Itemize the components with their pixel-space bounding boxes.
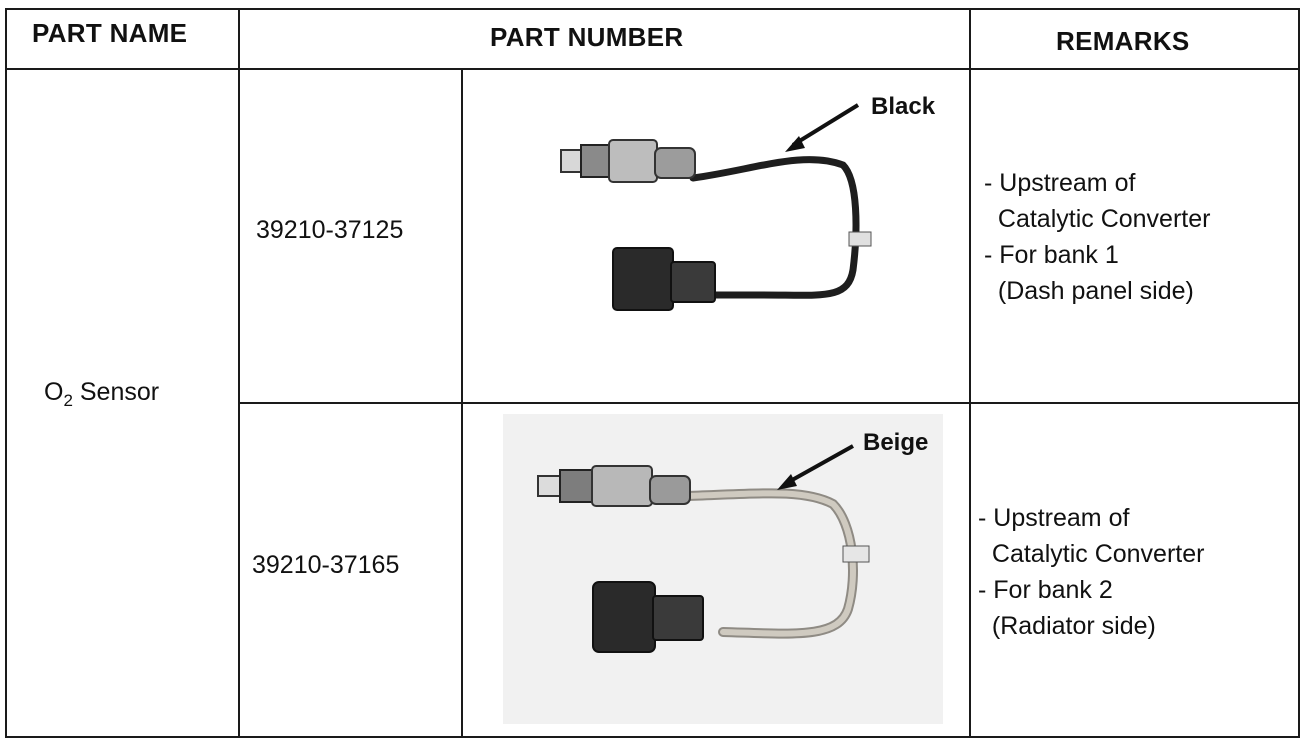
o2-sensor-black-image: Black (463, 70, 969, 402)
remark-line: (Dash panel side) (984, 277, 1194, 305)
remark-line: - For bank 1 (984, 241, 1119, 269)
table-border-bottom (5, 736, 1300, 738)
remark-line: - Upstream of (984, 169, 1136, 197)
row-divider (238, 402, 1300, 404)
header-part-name: PART NAME (32, 18, 188, 48)
remark-line: Catalytic Converter (978, 540, 1205, 568)
remarks-row-1: - Upstream of Catalytic Converter - For … (984, 165, 1210, 309)
remark-line: Catalytic Converter (984, 205, 1211, 233)
part-name-subscript: 2 (63, 391, 73, 410)
o2-sensor-beige-image: Beige (463, 404, 969, 736)
wire-color-label-black: Black (871, 93, 936, 120)
col-divider-remarks (969, 8, 971, 738)
part-name-prefix: O (44, 378, 64, 406)
part-number-row-2: 39210-37165 (252, 551, 400, 579)
remarks-row-2: - Upstream of Catalytic Converter - For … (978, 500, 1204, 644)
part-number-row-1: 39210-37125 (256, 216, 404, 244)
part-name-suffix: Sensor (72, 378, 160, 406)
part-name-o2-sensor: O2 Sensor (44, 374, 159, 419)
header-divider (5, 68, 1300, 70)
header-remarks: REMARKS (1056, 26, 1190, 56)
remark-line: - For bank 2 (978, 576, 1113, 604)
remark-line: - Upstream of (978, 504, 1130, 532)
col-divider-1 (238, 8, 240, 738)
header-part-number: PART NUMBER (490, 22, 684, 52)
table-border-left (5, 8, 7, 738)
table-border-top (5, 8, 1300, 10)
wire-color-label-beige: Beige (863, 429, 928, 456)
table-border-right (1298, 8, 1300, 738)
remark-line: (Radiator side) (978, 612, 1156, 640)
